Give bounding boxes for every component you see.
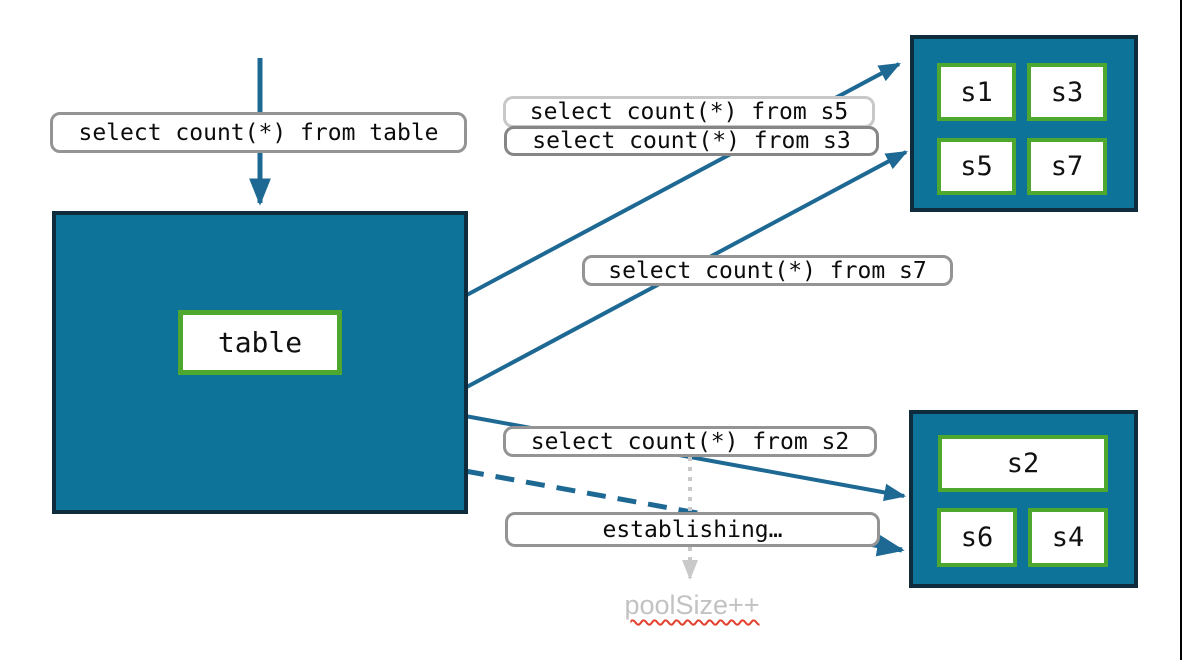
table-box-label-text: table (217, 326, 303, 359)
poolsize-annotation-text: poolSize++ (624, 590, 760, 620)
shard-cell-s4: s4 (1028, 508, 1108, 567)
table-box-label: table (178, 310, 342, 375)
shard-cell-s6: s6 (937, 508, 1017, 567)
shard-cell-s4-text: s4 (1051, 522, 1085, 553)
shard-cell-s2: s2 (938, 435, 1108, 492)
query-label-s7-text: select count(*) from s7 (608, 257, 927, 284)
query-label-s5: select count(*) from s5 (503, 96, 875, 128)
label-establishing-text: establishing… (602, 516, 783, 543)
query-label-s5-text: select count(*) from s5 (529, 99, 849, 125)
shard-cell-s6-text: s6 (960, 522, 994, 553)
query-label-s7: select count(*) from s7 (582, 255, 953, 286)
shard-cell-s1: s1 (937, 63, 1016, 121)
arrow-table-to-bottom-shards-dashed (464, 468, 905, 557)
slide-edge-line (1180, 0, 1182, 660)
query-label-s3-text: select count(*) from s3 (532, 128, 851, 154)
label-establishing: establishing… (505, 512, 880, 547)
query-label-s2: select count(*) from s2 (503, 426, 877, 457)
shard-cell-s7-text: s7 (1050, 151, 1084, 182)
shard-cell-s3-text: s3 (1050, 76, 1084, 108)
query-label-table-text: select count(*) from table (78, 119, 439, 146)
shard-cell-s3: s3 (1027, 63, 1107, 121)
poolsize-annotation: poolSize++ (612, 590, 772, 621)
shard-cell-s7: s7 (1027, 138, 1107, 195)
shard-cell-s2-text: s2 (1006, 448, 1040, 479)
query-label-table: select count(*) from table (50, 112, 467, 153)
query-label-s3: select count(*) from s3 (504, 126, 879, 156)
shard-cell-s1-text: s1 (960, 76, 993, 108)
shard-cell-s5: s5 (937, 138, 1016, 195)
query-label-s2-text: select count(*) from s2 (530, 428, 850, 455)
shard-cell-s5-text: s5 (960, 151, 993, 182)
